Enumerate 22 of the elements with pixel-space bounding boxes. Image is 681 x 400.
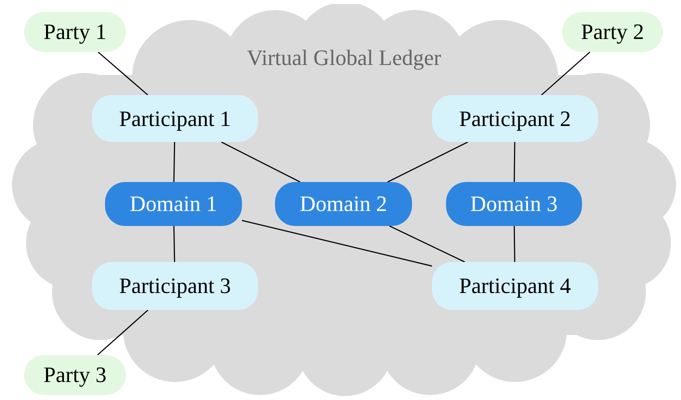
connector-line [514,142,516,182]
connector-line [97,310,148,356]
party-pill: Party 2 [562,12,663,52]
domain-pill: Domain 2 [275,182,412,226]
connector-line [173,226,176,262]
connector-line [221,142,300,182]
participant-pill: Participant 3 [92,262,258,310]
connector-line [173,142,176,182]
participant-pill: Participant 2 [432,95,598,142]
participant-pill: Participant 4 [432,262,598,310]
participant-pill: Participant 1 [92,95,258,142]
domain-pill: Domain 3 [446,182,582,226]
connector-line [541,52,590,96]
domain-pill: Domain 1 [105,182,242,226]
cloud-title: Virtual Global Ledger [246,45,442,70]
connector-line [514,226,516,262]
connector-line [387,142,468,182]
party-pill: Party 1 [24,12,126,52]
connector-line [389,226,466,262]
party-pill: Party 3 [24,355,126,395]
connector-line [242,220,432,267]
connector-line [98,52,148,96]
